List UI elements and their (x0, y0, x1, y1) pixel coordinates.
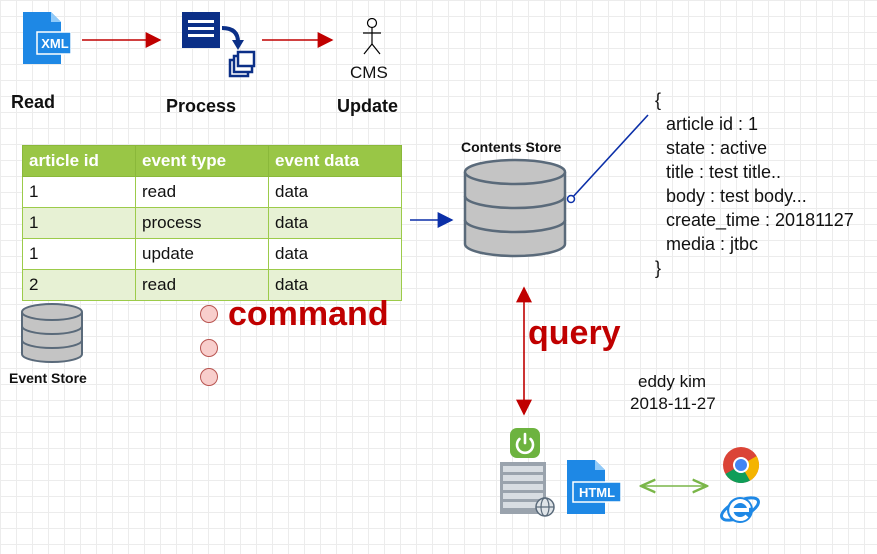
query-label: query (528, 314, 621, 352)
contents-store-database-icon (462, 158, 568, 260)
cell-event-type: process (135, 207, 269, 239)
cell-article-id: 1 (22, 238, 136, 270)
cms-actor-icon (360, 17, 384, 58)
table-row: 1 process data (22, 207, 402, 239)
read-label: Read (11, 92, 56, 112)
json-line: article id : 1 (666, 114, 759, 134)
internet-explorer-icon (718, 488, 762, 530)
cell-event-type: read (135, 176, 269, 208)
cell-event-data: data (268, 207, 402, 239)
event-table: article id event type event data 1 read … (22, 145, 402, 301)
xml-icon-text: XML (41, 36, 69, 51)
cell-event-data: data (268, 269, 402, 301)
table-row: 1 read data (22, 176, 402, 208)
header-event-type: event type (135, 145, 269, 177)
cell-article-id: 1 (22, 176, 136, 208)
header-article-id: article id (22, 145, 136, 177)
event-store-database-icon (20, 302, 84, 364)
author-name: eddy kim (638, 372, 707, 391)
json-line: state : active (666, 138, 768, 158)
cell-event-data: data (268, 176, 402, 208)
command-dot (200, 339, 218, 357)
json-line: body : test body... (666, 186, 807, 206)
json-line: media : jtbc (666, 234, 759, 254)
table-header-row: article id event type event data (22, 145, 402, 177)
author-date: 2018-11-27 (630, 394, 716, 413)
cell-article-id: 1 (22, 207, 136, 239)
store-to-json-connector (570, 114, 649, 200)
header-event-data: event data (268, 145, 402, 177)
event-store-label: Event Store (9, 370, 87, 386)
cell-event-data: data (268, 238, 402, 270)
json-line: create_time : 20181127 (666, 210, 854, 230)
html-file-icon: HTML (563, 460, 623, 514)
chrome-icon (722, 446, 760, 484)
table-row: 1 update data (22, 238, 402, 270)
command-dot (200, 368, 218, 386)
cell-event-type: read (135, 269, 269, 301)
json-line: title : test title.. (666, 162, 782, 182)
table-row: 2 read data (22, 269, 402, 301)
command-label: command (228, 295, 389, 333)
cms-label: CMS (350, 63, 388, 82)
json-close-brace: } (655, 258, 662, 278)
spring-power-icon (510, 428, 540, 458)
command-dot (200, 305, 218, 323)
json-open-brace: { (655, 90, 662, 110)
process-label: Process (166, 96, 237, 116)
xml-file-icon: XML (15, 12, 72, 64)
cell-article-id: 2 (22, 269, 136, 301)
server-icon (498, 460, 558, 518)
contents-store-label: Contents Store (461, 139, 562, 155)
cell-event-type: update (135, 238, 269, 270)
html-icon-text: HTML (578, 485, 616, 500)
update-label: Update (337, 96, 399, 116)
process-icon (182, 12, 256, 82)
connector-endpoint (566, 194, 576, 204)
